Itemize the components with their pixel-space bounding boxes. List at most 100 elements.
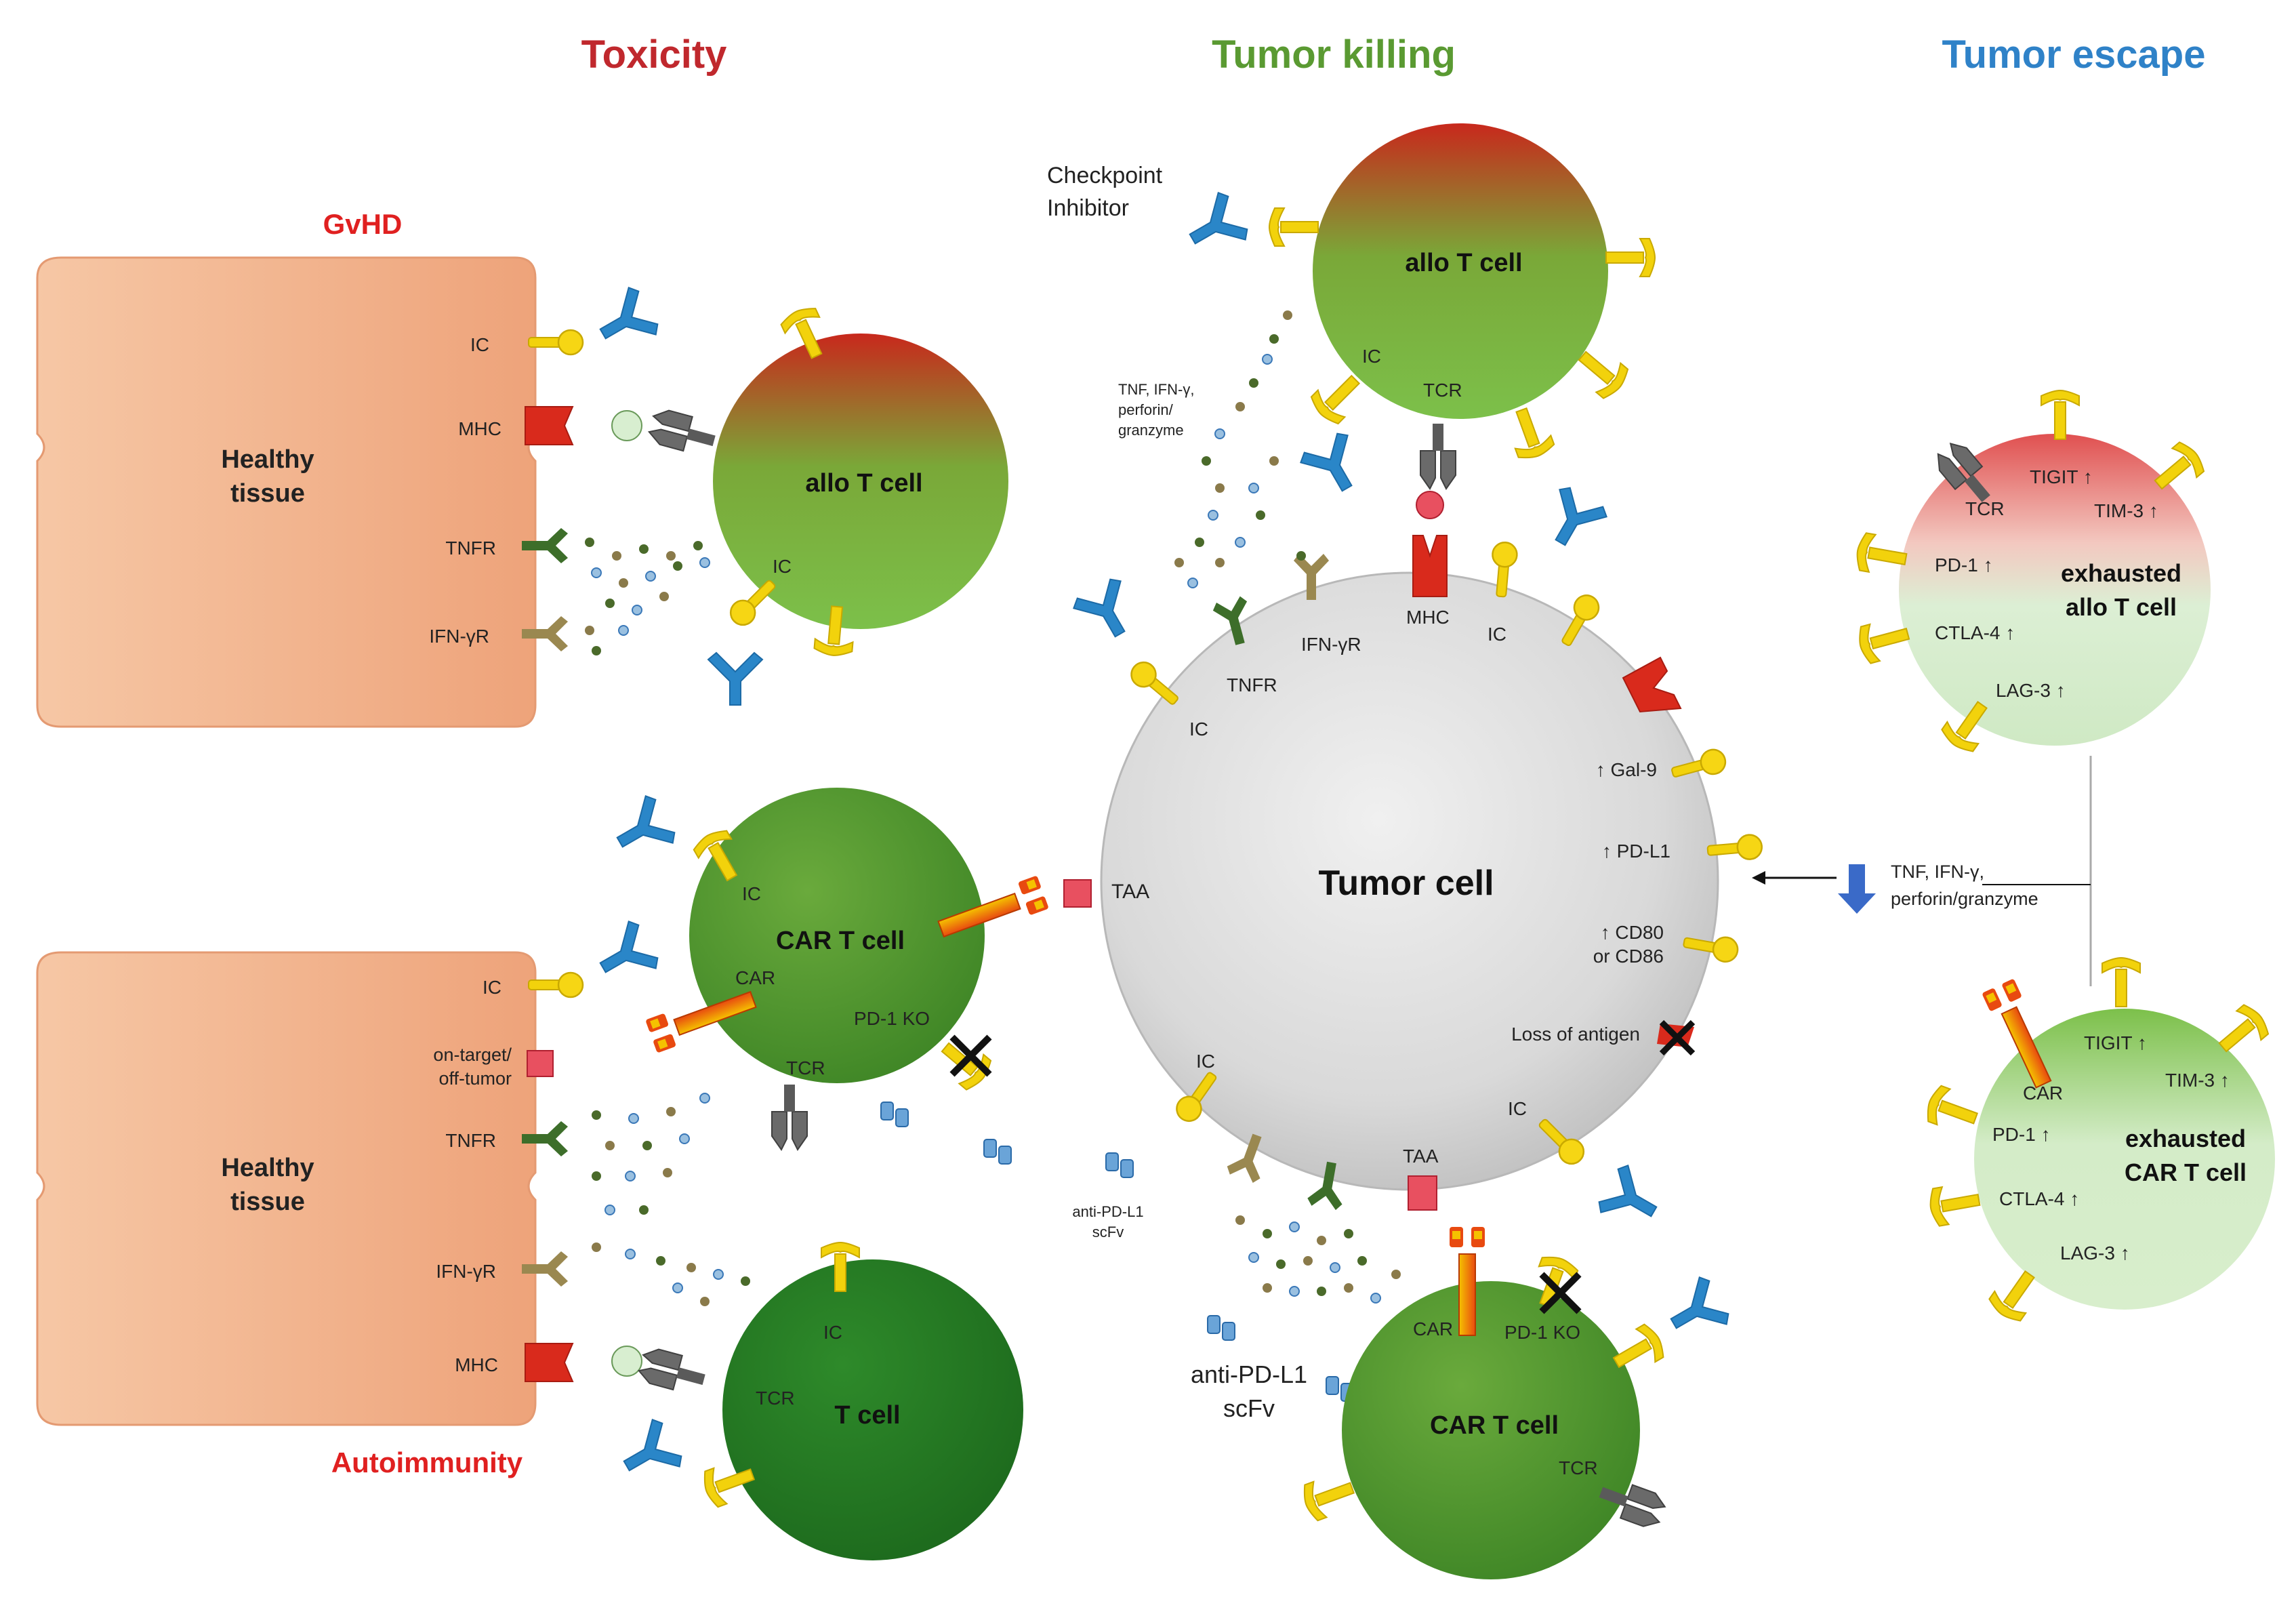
car-left-car-label: CAR — [735, 967, 775, 988]
cytokines-top-label-2: perforin/ — [1118, 401, 1174, 418]
checkpoint-inhibitor-label: Checkpoint — [1047, 163, 1163, 188]
exhausted-allo-tcr-label: TCR — [1965, 498, 2005, 519]
tissue-top-mhc-label: MHC — [458, 418, 501, 439]
t-cell — [722, 1259, 1023, 1560]
scfv-small-icon — [1105, 1152, 1134, 1178]
tissue-top-antibody-icon — [588, 283, 663, 359]
allo-left-antibody-icon — [708, 652, 763, 706]
exhausted-car-tigit-icon — [2102, 957, 2141, 1007]
tissue-bottom-off-tumor-label: off-tumor — [438, 1068, 512, 1089]
tumor-taa-bottom-square — [1408, 1175, 1437, 1211]
allo-top-receptor-icon-1 — [1269, 207, 1319, 247]
exhausted-allo-tim3-label: TIM-3 ↑ — [2094, 500, 2158, 521]
exhausted-allo-tigit-icon — [2041, 390, 2080, 440]
car-t-cell-bottom — [1342, 1281, 1640, 1579]
t-cell-tcr-icon — [636, 1345, 710, 1398]
tumor-mhc-right-icon — [1622, 656, 1682, 713]
car-bottom-pd1-knockout-x-icon — [1539, 1272, 1582, 1314]
exhausted-car-lag3-label: LAG-3 ↑ — [2060, 1243, 2130, 1264]
car-left-tcr-icon — [771, 1084, 808, 1150]
cytokine-dots-top-left — [585, 538, 710, 655]
tumor-taa-bottom-label: TAA — [1403, 1146, 1439, 1167]
scfv-large-label: anti-PD-L1 — [1191, 1360, 1307, 1388]
cytokines-right-arrowhead — [1752, 871, 1765, 885]
car-t-cell-bottom-name: CAR T cell — [1430, 1411, 1559, 1440]
tissue-top-ifngr-label: IFN-γR — [429, 626, 489, 647]
tumor-cd80-label: ↑ CD80 — [1601, 922, 1664, 943]
exhausted-car-pd1-icon — [1922, 1083, 1983, 1137]
car-t-cell-left-name: CAR T cell — [776, 927, 905, 955]
car-bottom-antibody-icon — [1659, 1273, 1734, 1348]
allo-top-receptor-icon-4 — [1502, 403, 1557, 464]
t-cell-tcr-label: TCR — [756, 1388, 795, 1409]
tumor-ic-2-antibody-icon — [1536, 483, 1611, 557]
scfv-large-label-2: scFv — [1223, 1394, 1275, 1422]
exhausted-car-tim3-label: TIM-3 ↑ — [2165, 1070, 2230, 1091]
tumor-loss-antigen-label: Loss of antigen — [1511, 1024, 1640, 1045]
tumor-gal9-label: ↑ Gal-9 — [1596, 759, 1657, 780]
allo-t-cell-top — [1313, 123, 1608, 419]
healthy-tissue-bottom-title-2: tissue — [230, 1188, 305, 1216]
exhausted-allo-ctla4-label: CTLA-4 ↑ — [1935, 622, 2015, 643]
tumor-tnfr-label: TNFR — [1227, 674, 1277, 695]
allo-t-cell-left-name: allo T cell — [805, 469, 922, 498]
car-left-scfv-icon-2 — [983, 1139, 1012, 1165]
allo-left-tcr-icon — [646, 406, 720, 459]
car-bottom-car-label: CAR — [1413, 1318, 1453, 1339]
tumor-ifngr-label: IFN-γR — [1301, 634, 1361, 655]
tissue-bottom-mhc-icon — [525, 1343, 573, 1382]
tumor-mhc-label: MHC — [1406, 607, 1450, 628]
car-bottom-pd1ko-label: PD-1 KO — [1504, 1322, 1580, 1343]
section-gvhd: GvHD — [323, 208, 403, 240]
tissue-bottom-antigen-icon — [611, 1346, 642, 1377]
car-bottom-tcr-label: TCR — [1559, 1457, 1598, 1478]
checkpoint-inhibitor-antibody-icon — [1178, 188, 1252, 264]
car-left-scfv-icon-1 — [880, 1102, 909, 1127]
exhausted-car-car-label: CAR — [2023, 1083, 2063, 1104]
car-left-pd1-knockout-x-icon — [949, 1034, 992, 1077]
tumor-loss-antigen-x-icon — [1659, 1019, 1696, 1056]
tissue-bottom-mhc-label: MHC — [455, 1354, 498, 1375]
tumor-ic-2-label: IC — [1488, 624, 1506, 645]
exhausted-allo-pd1-label: PD-1 ↑ — [1935, 554, 1993, 575]
healthy-tissue-bottom: Healthy tissue — [36, 951, 537, 1426]
exhausted-car-ctla4-label: CTLA-4 ↑ — [1999, 1188, 2079, 1209]
header-tumor-killing: Tumor killing — [1212, 33, 1456, 77]
checkpoint-inhibitor-label-2: Inhibitor — [1047, 195, 1129, 221]
section-autoimmunity: Autoimmunity — [331, 1447, 523, 1478]
tumor-cell-name: Tumor cell — [1318, 864, 1494, 903]
car-left-tcr-label: TCR — [786, 1057, 825, 1078]
allo-t-cell-left — [713, 334, 1008, 629]
tumor-ic-4-label: IC — [1196, 1051, 1215, 1072]
exhausted-allo-tigit-label: TIGIT ↑ — [2030, 466, 2093, 487]
exhausted-car-name: exhausted — [2125, 1125, 2246, 1152]
allo-top-tcr-icon — [1420, 423, 1456, 489]
allo-top-antibody-icon — [1296, 428, 1372, 503]
cytokines-right-label: TNF, IFN-γ, — [1891, 862, 1984, 882]
exhausted-allo-lag3-label: LAG-3 ↑ — [1996, 680, 2066, 701]
tumor-ic-1-label: IC — [1189, 719, 1208, 740]
tissue-top-tnfr-label: TNFR — [445, 538, 496, 559]
exhausted-allo-t-cell — [1899, 434, 2211, 746]
tissue-bottom-ic-label: IC — [483, 977, 501, 998]
healthy-tissue-top: Healthy tissue — [36, 256, 537, 728]
tissue-top-ic-label: IC — [470, 334, 489, 355]
header-tumor-escape: Tumor escape — [1942, 33, 2206, 77]
exhausted-allo-name-2: allo T cell — [2066, 593, 2177, 621]
tumor-ic-1-antibody-icon — [1069, 574, 1145, 649]
cytokines-top-label: TNF, IFN-γ, — [1118, 381, 1194, 398]
healthy-tissue-top-title: Healthy — [221, 445, 314, 474]
scfv-large-icon-1 — [1207, 1315, 1235, 1341]
allo-top-tcr-label: TCR — [1423, 380, 1462, 401]
tumor-taa-left-label: TAA — [1111, 881, 1149, 903]
cytokines-right-label-2: perforin/granzyme — [1891, 889, 2038, 909]
tumor-cd86-label: or CD86 — [1593, 946, 1664, 967]
tumor-taa-left-square — [1063, 879, 1092, 908]
exhausted-car-name-2: CAR T cell — [2125, 1158, 2247, 1186]
exhausted-car-pd1-label: PD-1 ↑ — [1992, 1124, 2051, 1145]
header-toxicity: Toxicity — [581, 33, 727, 77]
exhausted-car-tigit-label: TIGIT ↑ — [2084, 1032, 2147, 1053]
allo-t-cell-top-name: allo T cell — [1405, 249, 1522, 277]
healthy-tissue-top-title-2: tissue — [230, 479, 305, 508]
cytokines-down-arrow-icon — [1838, 864, 1876, 914]
